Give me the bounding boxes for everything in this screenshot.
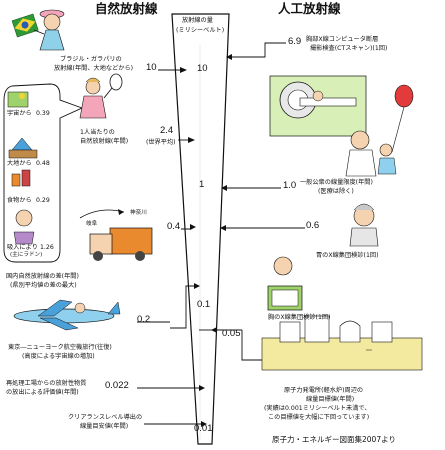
doctor-icon [349,203,379,247]
ct-value: 6.9 [288,36,302,47]
scale-1: 1 [199,179,205,190]
axis-unit: (ミリシーベルト) [176,27,225,34]
scale-0-1: 0.1 [197,299,211,310]
regional-label-1: 国内自然放射線の差(年間) [6,273,79,280]
public-limit-label-1: 一般公衆の線量限度(年間) [300,179,373,186]
clearance-label-2: 線量目安値(年間) [80,423,129,430]
regional-label-2: (県別平均値の差の最大) [10,282,77,289]
per-person-note: (世界平均) [146,139,176,146]
stomach-label: 胃のX線集団検診(1回) [316,252,379,259]
ground-value: 0.48 [36,160,50,167]
scale-10: 10 [197,63,208,74]
brazil-value: 10 [146,62,157,73]
reprocessing-label-2: の放出による評価値(年間) [6,389,79,396]
cosmic-icon [7,91,29,108]
dose-scale-funnel [171,13,230,445]
regional-place-2: 神奈川 [130,210,147,216]
brazil-label-1: ブラジル・ガラパリの [60,56,122,63]
arrowheads [180,54,232,427]
stomach-value: 0.6 [306,220,320,231]
source-credit: 原子力・エネルギー図面集2007より [272,435,396,444]
clearance-label-1: クリアランスレベル導出の [68,414,143,421]
artificial-heading: 人工放射線 [278,1,341,16]
public-limit-label-2: (医療は除く) [318,188,354,195]
reprocessing-label-1: 再処理工場からの放射性物質 [6,380,87,387]
axis-title: 放射線の量 [182,17,213,24]
grandma-icon [33,9,65,51]
ct-label-1: 胸部X線コンピュータ断層 [306,36,379,43]
balloon-icon [391,84,414,153]
flag-icon [11,13,39,38]
airplane-icon [13,299,121,331]
tennis-player-icon [79,73,123,119]
brazil-label-2: 放射線(年間、大地などから) [54,65,134,72]
flight-label-2: (高度による宇宙線の増加) [22,353,95,360]
ct-scanner-icon [269,75,367,137]
chest-label: 胸のX線集団検診(1回) [268,314,331,321]
nuclear-label-4: この目標値を大幅に下回っています) [268,414,370,421]
power-plant-icon [261,315,423,371]
ground-label: 大地から [7,160,32,167]
reprocessing-value: 0.022 [105,380,129,391]
inhale-value: 1.26 [40,244,54,251]
chest-value: 0.05 [222,328,241,339]
nuclear-label-1: 原子力発電所(軽水炉)周辺の [284,387,364,394]
inhale-label: 吸入により [7,244,38,251]
inhale-icon [13,209,35,245]
cosmic-value: 0.39 [36,110,50,117]
flight-label-1: 東京―ニューヨーク航空機旅行(往復) [8,344,112,351]
scale-0-01: 0.01 [194,423,213,434]
right-connectors [199,42,305,361]
natural-heading: 自然放射線 [95,1,158,16]
food-label: 食物から [7,197,32,204]
per-person-label-1: 1人当たりの [80,129,115,136]
public-limit-value: 1.0 [283,180,297,191]
nuclear-label-2: 線量目標値(年間) [306,396,355,403]
regional-place-1: 岐阜 [86,221,98,227]
food-icon [11,169,31,187]
per-person-label-2: 自然放射線(年間) [80,138,129,145]
flight-value: 0.2 [137,314,151,325]
ground-icon [8,137,38,159]
cosmic-label: 宇宙から [7,110,32,117]
truck-icon [79,209,153,261]
regional-value: 0.4 [167,221,181,232]
xray-icon [267,256,303,311]
nuclear-label-3: (実績は0.001ミリシーベルト未満で、 [264,405,371,412]
per-person-value: 2.4 [160,125,174,136]
family-icon [345,130,397,177]
ct-label-2: 撮影検査(CTスキャン)(1回) [310,45,388,52]
inhale-note: (主にラドン) [10,252,43,258]
food-value: 0.29 [36,197,50,204]
